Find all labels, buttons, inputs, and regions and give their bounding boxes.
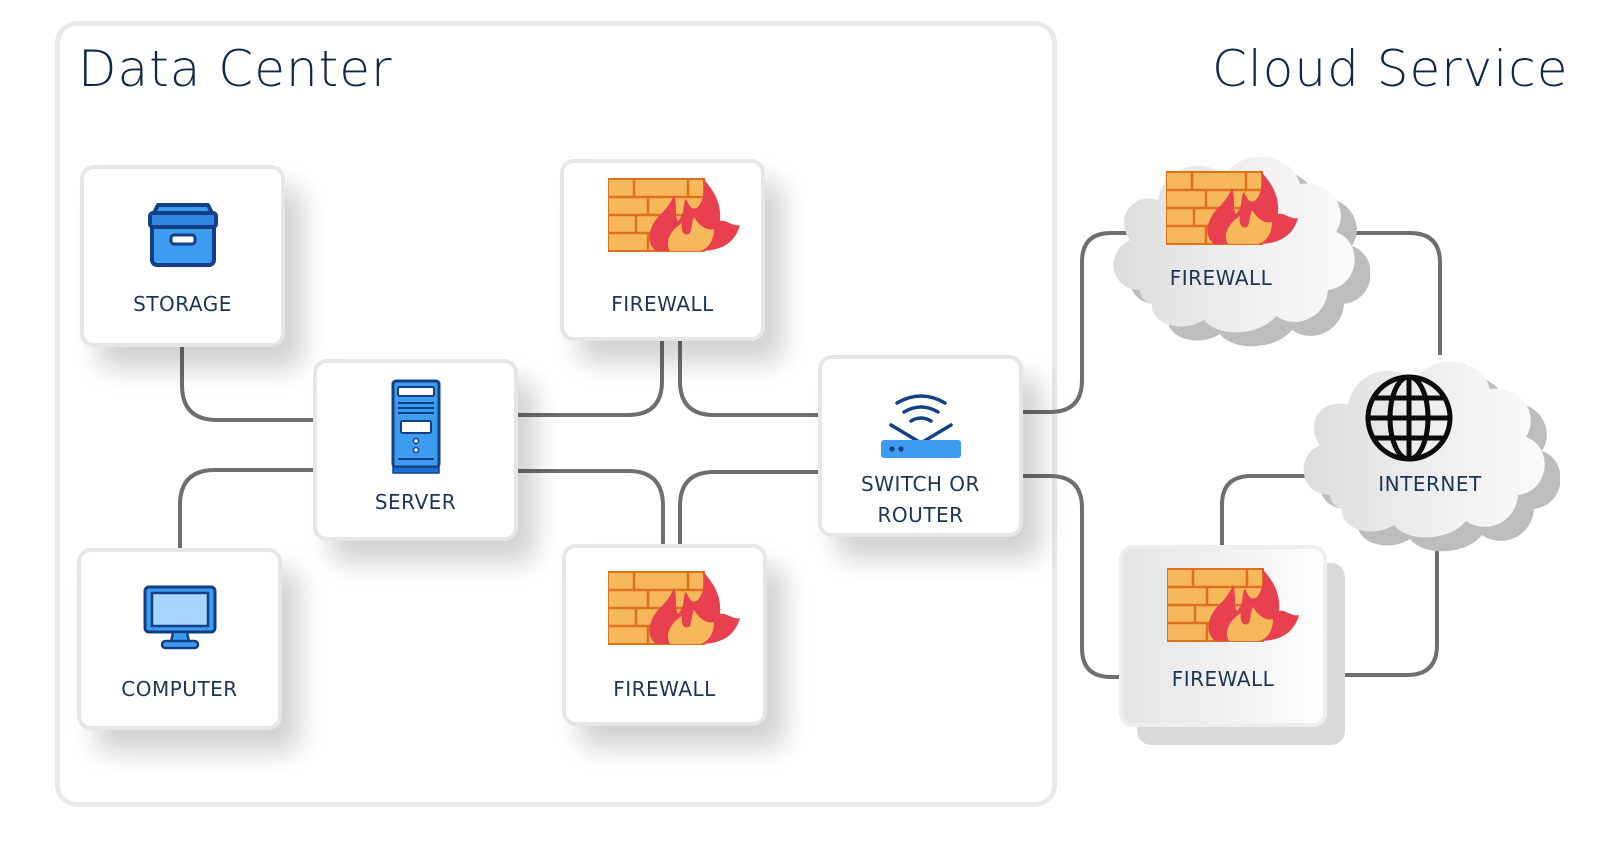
wire-router-cloud-firewall-bottom (1020, 474, 1125, 679)
firewall-icon (607, 177, 742, 261)
wire-firewall-top-router (678, 340, 820, 417)
wire-server-firewall-top (517, 340, 664, 417)
firewall-icon (607, 570, 742, 654)
node-label: COMPUTER (121, 677, 238, 701)
wire-internet-cloud-firewall-bottom (1323, 525, 1439, 677)
node-label-line1: SWITCH OR (861, 472, 980, 496)
wire-router-cloud-firewall-top (1020, 231, 1130, 414)
cloud-service-title: Cloud Service (1212, 40, 1569, 98)
wire-cloud-firewall-bottom-internet (1220, 474, 1320, 545)
node-switch-router[interactable]: SWITCH OR ROUTER (818, 355, 1023, 537)
wire-server-firewall-bottom (517, 469, 665, 545)
wire-storage-server (180, 345, 315, 422)
wifi-router-icon (879, 391, 963, 467)
node-cloud-firewall-bottom[interactable]: FIREWALL (1119, 545, 1327, 727)
firewall-icon (1165, 170, 1300, 254)
node-label-line2: ROUTER (877, 503, 964, 527)
node-label: FIREWALL (1169, 266, 1273, 290)
firewall-icon (1166, 567, 1301, 651)
globe-icon (1364, 373, 1454, 467)
node-cloud-firewall-top[interactable]: FIREWALL (1100, 140, 1370, 350)
node-label: SERVER (374, 490, 457, 514)
node-label: INTERNET (1378, 472, 1482, 496)
data-center-title: Data Center (78, 40, 393, 98)
node-internet[interactable]: INTERNET (1290, 345, 1560, 555)
node-firewall-bottom[interactable]: FIREWALL (562, 544, 767, 726)
node-label: FIREWALL (613, 677, 716, 701)
node-server[interactable]: SERVER (313, 359, 518, 541)
wire-firewall-bottom-router (678, 470, 820, 545)
storage-box-icon (146, 201, 220, 273)
server-tower-icon (391, 379, 441, 479)
wire-computer-server (178, 468, 315, 548)
wire-cloud-firewall-top-internet (1330, 231, 1442, 355)
node-storage[interactable]: STORAGE (80, 165, 285, 347)
node-computer[interactable]: COMPUTER (77, 548, 282, 730)
node-label: FIREWALL (1171, 667, 1275, 691)
monitor-icon (142, 584, 218, 656)
node-label: FIREWALL (611, 292, 714, 316)
node-firewall-top[interactable]: FIREWALL (560, 159, 765, 341)
node-label: STORAGE (133, 292, 232, 316)
